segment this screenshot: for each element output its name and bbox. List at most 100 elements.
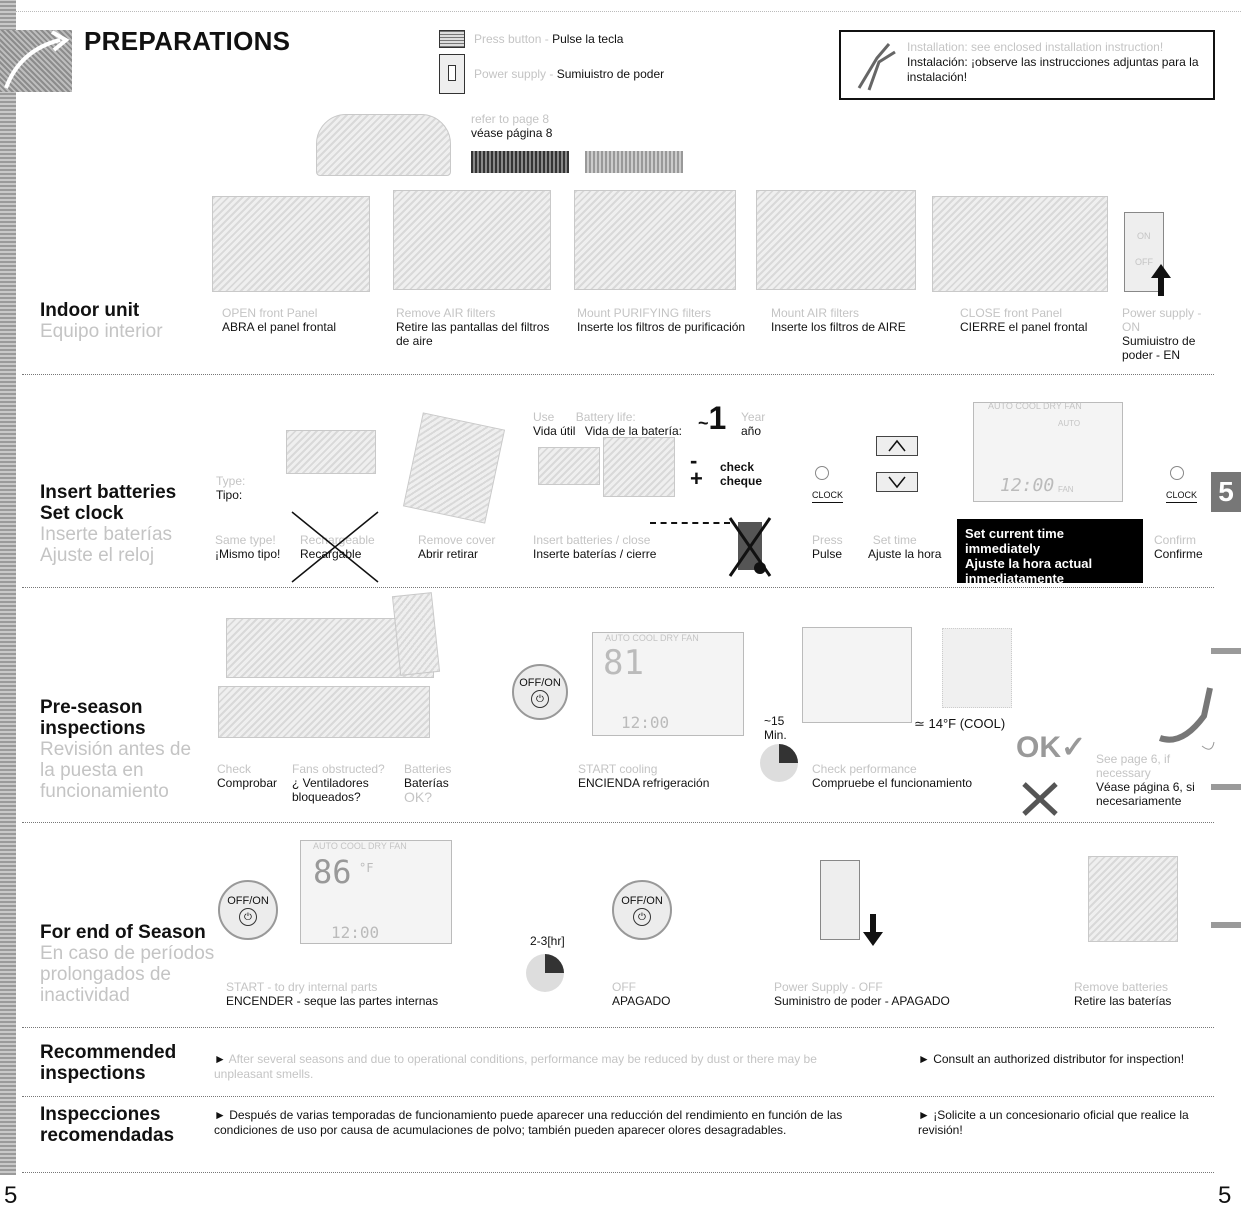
battery-crossed-icon [728, 517, 772, 577]
step-close-panel: CLOSE front Panel CIERRE el panel fronta… [960, 306, 1120, 334]
preseason-heading-5: funcionamiento [40, 781, 169, 802]
down-button[interactable] [876, 472, 918, 492]
lcd-auto: AUTO [1058, 419, 1081, 428]
batteries-es-pre: Baterías [404, 776, 449, 790]
lcd-temp-end: 86 [313, 853, 352, 891]
divider-4 [22, 1027, 1214, 1028]
clock-label-2: CLOCK [1166, 488, 1198, 503]
ok-question: OK? [404, 789, 433, 805]
corner-arrow-graphic [0, 30, 72, 92]
banner-en: Set current time immediately [965, 526, 1064, 556]
filters-illustration [316, 114, 451, 176]
battery-compartment-photo [603, 437, 675, 497]
power-icon: ⏻ [531, 690, 549, 708]
lcd-temp-pre: 81 [603, 643, 644, 683]
page-number-right: 5 [1218, 1182, 1232, 1209]
clock-button-1[interactable] [815, 466, 829, 480]
power-switch-on-graphic: ON OFF [1124, 212, 1164, 292]
power-icon-off: ⏻ [633, 908, 651, 926]
preseason-heading-3: Revisión antes de [40, 739, 192, 760]
check-en-pre: Check [217, 762, 252, 776]
set-time-immediately-banner: Set current time immediately Ajuste la h… [957, 519, 1143, 586]
side-marker-3 [1211, 922, 1241, 928]
off-es: APAGADO [612, 994, 671, 1008]
indoor-unit-side-illustration [218, 686, 430, 738]
offon-label-off: OFF/ON [621, 895, 663, 907]
lcd-time: 12:00 [1000, 475, 1055, 496]
offon-button-end[interactable]: OFF/ON ⏻ [218, 880, 278, 940]
recommended-text-en: ► After several seasons and due to opera… [214, 1052, 817, 1081]
step-open-en: OPEN front Panel [222, 306, 318, 320]
refer-page-en: refer to page 8 [471, 112, 550, 126]
same-type-en: Same type! [215, 533, 276, 547]
start-cooling-en: START cooling [578, 762, 658, 776]
remove-batteries-es: Retire las baterías [1074, 994, 1172, 1008]
endseason-heading-4: inactividad [40, 985, 130, 1006]
step-close-en: CLOSE front Panel [960, 306, 1063, 320]
step-open-panel: OPEN front Panel ABRA el panel frontal [222, 306, 382, 334]
recommended-text-es: ► Después de varias temporadas de funcio… [214, 1108, 843, 1137]
page-tab: 5 [1211, 472, 1241, 512]
dashed-line [650, 522, 730, 524]
endseason-heading-2: En caso de períodos [40, 943, 215, 964]
temperature-difference: ≃ 14°F (COOL) [914, 716, 1006, 731]
remove-batteries-en: Remove batteries [1074, 980, 1169, 994]
airflow-arrow-illustration [942, 628, 1012, 708]
batteries-heading-4: Ajuste el reloj [40, 545, 155, 566]
chevron-down-icon [888, 476, 906, 489]
remove-cover-en: Remove cover [418, 533, 496, 547]
set-time-en: Set time [872, 533, 917, 547]
up-button[interactable] [876, 436, 918, 456]
recommended-heading-es-2: recomendadas [40, 1125, 175, 1146]
filter-sample-dark [471, 151, 569, 173]
fans-en: Fans obstructed? [292, 762, 385, 776]
offon-button-pre[interactable]: OFF/ON ⏻ [512, 664, 568, 720]
offon-button-off[interactable]: OFF/ON ⏻ [612, 880, 672, 940]
pliers-icon [857, 43, 896, 91]
step-power-es: Sumiuistro de poder - EN [1122, 334, 1196, 362]
power-supply-label-en: Power supply [474, 67, 547, 81]
divider-3 [22, 822, 1214, 823]
batteries-heading-3: Inserte baterías [40, 524, 173, 545]
step-open-es: ABRA el panel frontal [222, 320, 337, 334]
side-marker-1 [1211, 648, 1241, 654]
start-dry-es: ENCENDER - seque las partes internas [226, 994, 439, 1008]
not-ok-cross-icon [1022, 782, 1058, 816]
divider-5 [22, 1096, 1214, 1097]
rechargeable-en: Rechargeable [300, 533, 375, 547]
type-label-es: Tipo: [216, 488, 243, 502]
lcd-display-clock: AUTO COOL DRY FAN 12:00 AUTO FAN [973, 401, 1123, 502]
step-mount-purifying: Mount PURIFYING filters Inserte los filt… [577, 306, 767, 334]
refer-page-es: véase página 8 [471, 126, 553, 140]
side-marker-2 [1211, 784, 1241, 790]
remote-control-illustration [391, 592, 441, 676]
perf-en: Check performance [812, 762, 917, 776]
confirm-es: Confirme [1154, 547, 1203, 561]
press-button-icon [439, 30, 465, 48]
perf-es: Compruebe el funcionamiento [812, 776, 973, 790]
divider-1 [22, 374, 1214, 375]
preseason-heading-2: inspections [40, 718, 146, 739]
top-rule [0, 0, 1241, 12]
polarity-signs: -+ [690, 448, 703, 491]
page-title: PREPARATIONS [84, 26, 291, 56]
power-icon-end: ⏻ [239, 908, 257, 926]
step-purifying-es: Inserte los filtros de purificación [577, 320, 746, 334]
lcd-modes-pre: AUTO COOL DRY FAN [605, 633, 699, 643]
filter-sample-light [585, 151, 683, 173]
preseason-heading-4: la puesta en [40, 760, 144, 781]
approx-one-year: ~1 [698, 400, 727, 436]
banner-es: Ajuste la hora actual inmediatamente [965, 556, 1093, 586]
power-switch-off-graphic [820, 860, 860, 940]
use-en: Use [533, 410, 555, 424]
mount-purifying-photo [574, 190, 736, 290]
check-en: check [720, 460, 755, 474]
remove-batteries-illustration [1088, 856, 1178, 942]
divider-6 [22, 1172, 1214, 1173]
battery-cells-photo [538, 447, 600, 485]
open-panel-photo [212, 196, 370, 292]
installation-note-es: Instalación: ¡observe las instrucciones … [907, 55, 1199, 84]
year-es: año [741, 424, 762, 438]
fans-es: ¿ Ventiladores bloqueados? [292, 776, 369, 804]
clock-button-2[interactable] [1170, 466, 1184, 480]
